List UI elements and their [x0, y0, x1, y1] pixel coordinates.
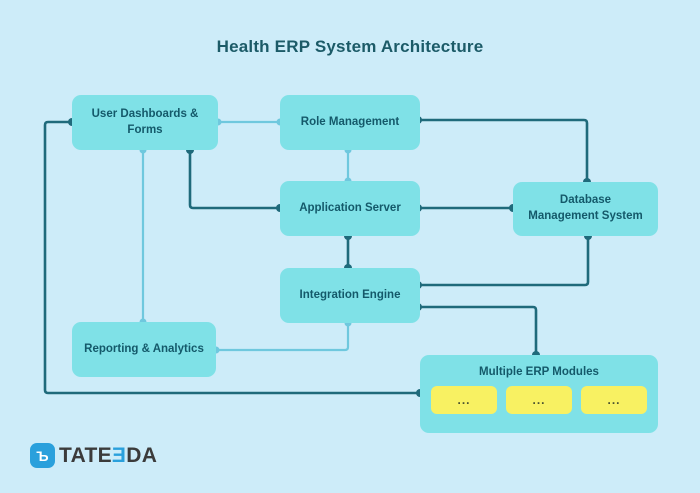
- node-integration-engine-label: Integration Engine: [299, 288, 401, 301]
- node-role-management-label: Role Management: [300, 115, 400, 128]
- node-database-management-label: Database Management System: [528, 194, 643, 222]
- diagram-title: Health ERP System Architecture: [216, 37, 484, 56]
- connector-userdash-to-erp: [43, 120, 422, 395]
- connector-integration-to-reporting: [214, 321, 350, 352]
- logo-text-post: DA: [126, 443, 158, 467]
- erp-modules-row: ... ... ...: [431, 386, 647, 414]
- logo-text-accent: Ǝ: [111, 443, 127, 467]
- node-user-dashboards: User Dashboards & Forms: [72, 95, 218, 150]
- node-database-management: Database Management System: [513, 182, 658, 236]
- node-user-dashboards-label: User Dashboards & Forms: [91, 107, 199, 136]
- erp-module-chip: ...: [506, 386, 572, 414]
- tateeda-logo-wordmark: TATEƎDA: [59, 444, 157, 468]
- erp-module-chip: ...: [431, 386, 497, 414]
- connector-dms-to-integration: [416, 234, 590, 287]
- tateeda-logo: Ъ TATEƎDA: [30, 443, 157, 468]
- logo-text-pre: TATE: [59, 443, 112, 467]
- node-integration-engine: Integration Engine: [280, 268, 420, 323]
- connector-integration-to-erp: [416, 305, 538, 357]
- node-application-server: Application Server: [280, 181, 420, 236]
- node-reporting-analytics-label: Reporting & Analytics: [84, 342, 204, 355]
- connector-rolemgmt-to-dms: [416, 118, 589, 184]
- node-reporting-analytics: Reporting & Analytics: [72, 322, 216, 377]
- erp-module-chip: ...: [581, 386, 647, 414]
- node-multiple-erp-modules: Multiple ERP Modules ... ... ...: [420, 355, 658, 433]
- erp-modules-label: Multiple ERP Modules: [479, 366, 599, 378]
- node-application-server-label: Application Server: [299, 201, 401, 214]
- tateeda-logo-icon: Ъ: [30, 443, 55, 468]
- node-role-management: Role Management: [280, 95, 420, 150]
- connector-userdash-to-appserver: [188, 148, 282, 210]
